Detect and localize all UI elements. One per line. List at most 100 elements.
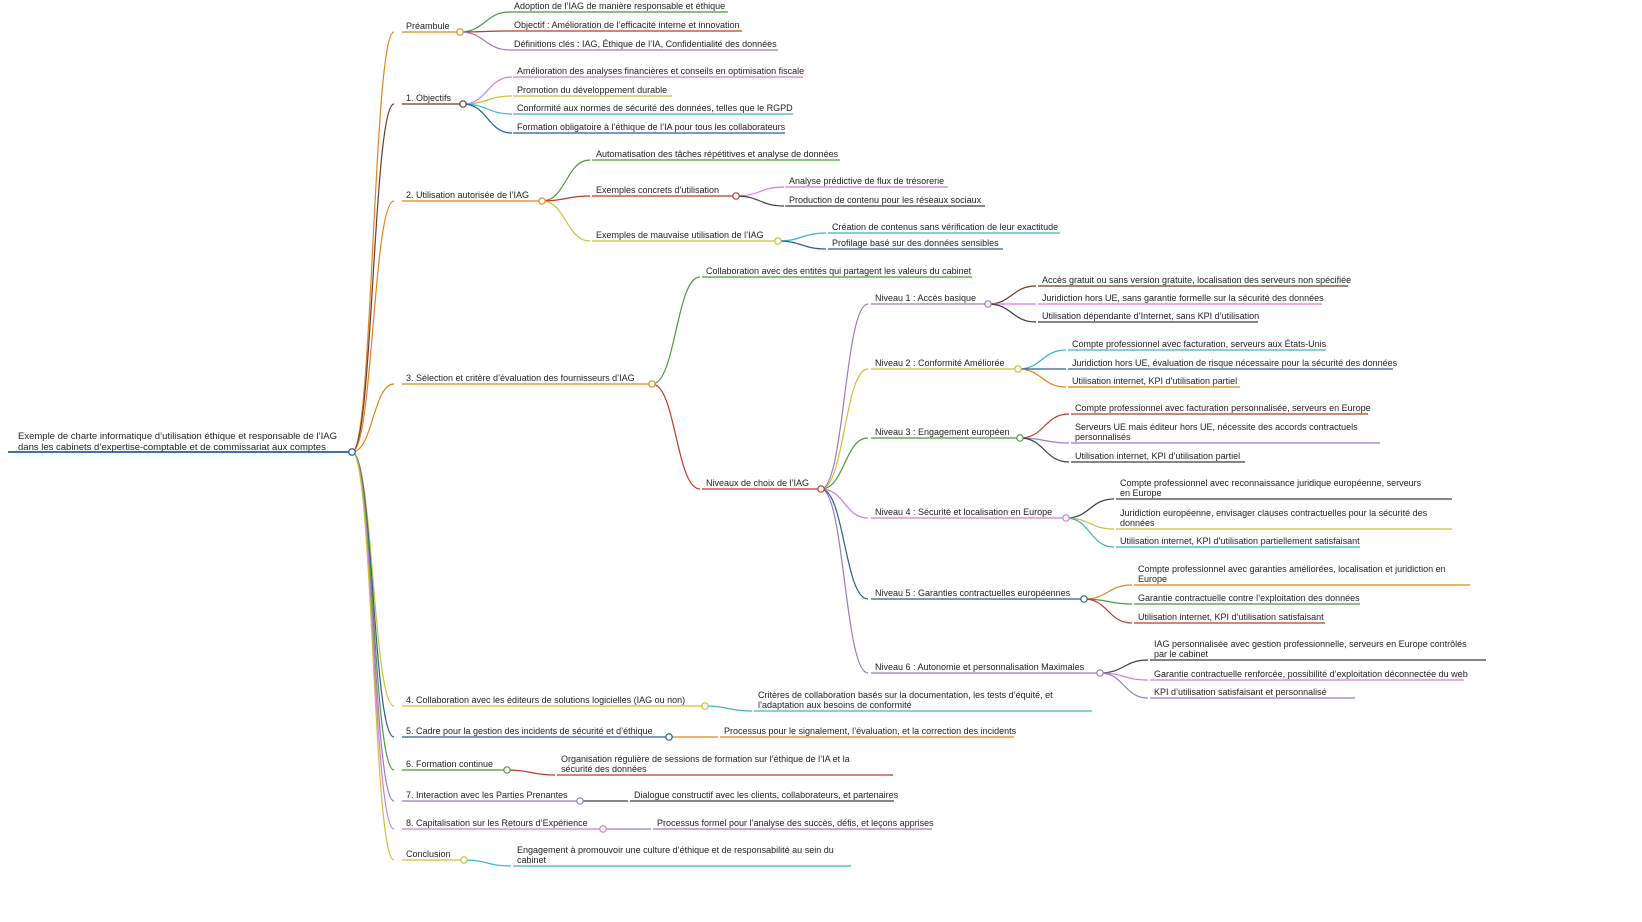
niveau-5-item-1[interactable]: Garantie contractuelle contre l’exploita… [1138,593,1360,603]
branch-b4-collapse-toggle[interactable] [701,702,709,710]
b7-item[interactable]: Dialogue constructif avec les clients, c… [634,790,899,800]
niveau-1-item-2[interactable]: Utilisation dépendante d’Internet, sans … [1042,311,1260,321]
niveau-2-item-1[interactable]: Juridiction hors UE, évaluation de risqu… [1072,358,1398,368]
concrets-item-1[interactable]: Production de contenu pour les réseaux s… [789,195,982,205]
mauvaise-item-0[interactable]: Création de contenus sans vérification d… [832,222,1059,232]
niveau-1-item-2-connector [987,303,1037,323]
niveau-1-item-0-connector [987,285,1037,305]
preambule-item-0[interactable]: Adoption de l’IAG de manière responsable… [514,1,726,11]
niveau-1-item-1[interactable]: Juridiction hors UE, sans garantie forme… [1042,293,1324,303]
niveau-6-item-1[interactable]: Garantie contractuelle renforcée, possib… [1154,669,1468,679]
preambule-item-1[interactable]: Objectif : Amélioration de l’efficacité … [514,20,740,30]
branch-b6-collapse-toggle[interactable] [503,766,511,774]
niveau-1[interactable]: Niveau 1 : Accès basique [875,293,977,303]
branch-b5-collapse-toggle[interactable] [665,733,673,741]
niveau-6-item-2[interactable]: KPI d’utilisation satisfaisant et person… [1154,687,1327,697]
root-node-top-collapse-toggle[interactable] [348,448,356,456]
branch-conclusion-connector [351,451,395,861]
b8-item[interactable]: Processus formel pour l’analyse des succ… [657,818,934,828]
branch-preambule[interactable]: Préambule [406,21,450,31]
branch-b7-collapse-toggle[interactable] [576,797,584,805]
niveau-4-item-2[interactable]: Utilisation internet, KPI d’utilisation … [1120,536,1360,546]
utilisation-automatisation[interactable]: Automatisation des tâches répétitives et… [596,149,839,159]
branch-b5[interactable]: 5. Cadre pour la gestion des incidents d… [406,726,653,736]
niveau-4-item-1-connector [1065,517,1115,530]
niveau-4[interactable]: Niveau 4 : Sécurité et localisation en E… [875,507,1053,517]
niveau-6-item-2-connector [1099,672,1149,699]
branch-utilisation-collapse-toggle[interactable] [538,197,546,205]
niveau-3-item-2-connector [1019,437,1070,463]
selection-niveaux[interactable]: Niveaux de choix de l’IAG [706,478,810,488]
root-node-title[interactable]: Exemple de charte informatique d’utilisa… [18,431,337,453]
branch-selection[interactable]: 3. Sélection et critère d’évaluation des… [406,373,635,383]
selection-collaboration-connector [651,276,701,385]
selection-collaboration[interactable]: Collaboration avec des entités qui parta… [706,266,972,276]
b4-item[interactable]: Critères de collaboration basés sur la d… [758,690,1053,710]
concrets-item-0[interactable]: Analyse prédictive de flux de trésorerie [789,176,945,186]
niveau-3-item-2[interactable]: Utilisation internet, KPI d’utilisation … [1075,451,1241,461]
niveau-6-collapse-toggle[interactable] [1096,669,1104,677]
b5-item[interactable]: Processus pour le signalement, l’évaluat… [724,726,1017,736]
niveau-2-connector [820,368,869,490]
concrets-item-1-connector [735,195,785,207]
utilisation-concrets-collapse-toggle[interactable] [732,192,740,200]
branch-b7-connector [351,451,395,802]
branch-b6[interactable]: 6. Formation continue [406,759,494,769]
niveau-5-item-0[interactable]: Compte professionnel avec garanties amél… [1138,564,1446,584]
niveau-2[interactable]: Niveau 2 : Conformité Améliorée [875,358,1005,368]
branch-conclusion[interactable]: Conclusion [406,849,451,859]
selection-niveaux-collapse-toggle[interactable] [817,485,825,493]
utilisation-mauvaise-collapse-toggle[interactable] [774,237,782,245]
niveau-4-collapse-toggle[interactable] [1062,514,1070,522]
conclusion-item[interactable]: Engagement à promouvoir une culture d’ét… [517,845,834,865]
niveau-5[interactable]: Niveau 5 : Garanties contractuelles euro… [875,588,1071,598]
objectifs-item-1[interactable]: Promotion du développement durable [517,85,668,95]
niveau-3-collapse-toggle[interactable] [1016,434,1024,442]
niveau-3-item-0[interactable]: Compte professionnel avec facturation pe… [1075,403,1371,413]
branch-b8[interactable]: 8. Capitalisation sur les Retours d’Expé… [406,818,588,828]
niveau-1-item-0[interactable]: Accès gratuit ou sans version gratuite, … [1042,275,1352,285]
niveau-2-item-2-connector [1017,368,1067,388]
niveau-5-item-2-connector [1083,598,1133,624]
niveau-5-item-2[interactable]: Utilisation internet, KPI d’utilisation … [1138,612,1324,622]
branch-objectifs[interactable]: 1. Objectifs [406,93,452,103]
niveau-6[interactable]: Niveau 6 : Autonomie et personnalisation… [875,662,1085,672]
utilisation-concrets[interactable]: Exemples concrets d’utilisation [596,185,720,195]
objectifs-item-3[interactable]: Formation obligatoire à l’éthique de l’I… [517,122,786,132]
niveau-2-item-2[interactable]: Utilisation internet, KPI d’utilisation … [1072,376,1238,386]
branch-selection-collapse-toggle[interactable] [648,380,656,388]
mauvaise-item-1[interactable]: Profilage basé sur des données sensibles [832,238,999,248]
objectifs-item-0[interactable]: Amélioration des analyses financières et… [517,66,805,76]
branch-b6-connector [351,451,395,771]
utilisation-mauvaise[interactable]: Exemples de mauvaise utilisation de l’IA… [596,230,764,240]
selection-niveaux-connector [651,383,701,490]
b4-item-connector [704,705,753,712]
branch-preambule-collapse-toggle[interactable] [456,28,464,36]
niveau-3-item-1[interactable]: Serveurs UE mais éditeur hors UE, nécess… [1075,422,1358,442]
niveau-4-item-1[interactable]: Juridiction européenne, envisager clause… [1120,508,1428,528]
branch-b4[interactable]: 4. Collaboration avec les éditeurs de so… [406,695,686,705]
branch-b7[interactable]: 7. Interaction avec les Parties Prenante… [406,790,568,800]
niveau-1-connector [820,303,869,490]
utilisation-connector [351,200,395,453]
niveau-6-item-0[interactable]: IAG personnalisée avec gestion professio… [1154,639,1467,659]
b6-item[interactable]: Organisation régulière de sessions de fo… [561,754,850,774]
branch-b8-collapse-toggle[interactable] [599,825,607,833]
niveau-6-connector [820,488,869,674]
objectifs-item-2[interactable]: Conformité aux normes de sécurité des do… [517,103,793,113]
niveau-2-collapse-toggle[interactable] [1014,365,1022,373]
branch-b4-connector [351,451,395,707]
niveau-1-collapse-toggle[interactable] [984,300,992,308]
objectifs-connector [351,103,395,453]
branch-conclusion-collapse-toggle[interactable] [460,856,468,864]
niveau-5-collapse-toggle[interactable] [1080,595,1088,603]
preambule-item-2[interactable]: Définitions clés : IAG, Éthique de l’IA,… [514,39,777,49]
utilisation-mauvaise-connector [541,200,591,242]
niveau-2-item-0-connector [1017,349,1067,370]
niveau-3[interactable]: Niveau 3 : Engagement européen [875,427,1010,437]
branch-objectifs-collapse-toggle[interactable] [459,100,467,108]
niveau-2-item-0[interactable]: Compte professionnel avec facturation, s… [1072,339,1327,349]
branch-utilisation[interactable]: 2. Utilisation autorisée de l’IAG [406,190,530,200]
niveau-4-item-0[interactable]: Compte professionnel avec reconnaissance… [1120,478,1422,498]
